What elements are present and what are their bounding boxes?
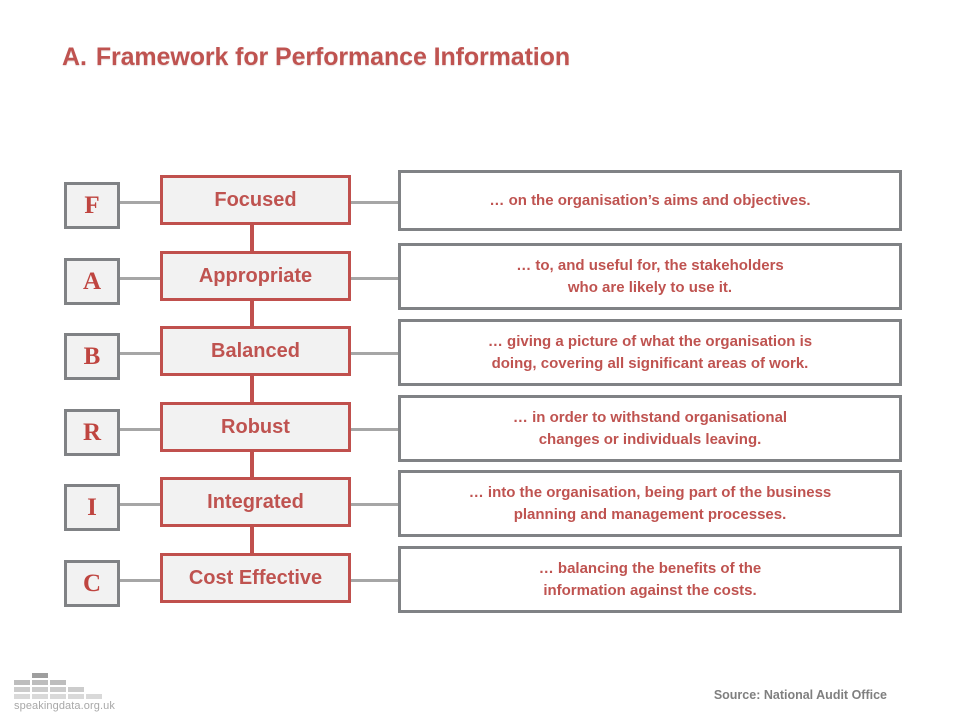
description-line: … balancing the benefits of the bbox=[538, 559, 762, 577]
page-title-text: Framework for Performance Information bbox=[95, 43, 570, 71]
logo-bar-block bbox=[14, 687, 30, 692]
framework-label-text: Focused bbox=[214, 189, 297, 211]
letter-badge-glyph: F bbox=[84, 192, 100, 219]
letter-badge-r[interactable]: R bbox=[64, 408, 120, 456]
logo-bar-block bbox=[86, 694, 102, 699]
framework-label-text: Appropriate bbox=[198, 264, 313, 287]
connector-letter-to-label bbox=[120, 201, 161, 204]
vertical-connector bbox=[250, 527, 254, 553]
logo-bar-block bbox=[14, 680, 30, 685]
logo-bar-block bbox=[50, 694, 66, 699]
letter-badge-glyph: B bbox=[83, 343, 101, 370]
connector-letter-to-label bbox=[120, 352, 161, 355]
framework-description-text: … to, and useful for, the stakeholders wh… bbox=[516, 255, 784, 299]
framework-description-text: … giving a picture of what the organisat… bbox=[488, 331, 812, 375]
description-line: … on the organisation’s aims and objecti… bbox=[489, 191, 811, 209]
page-title: A. Framework for Performance Information bbox=[62, 43, 570, 72]
description-line: … to, and useful for, the stakeholders bbox=[516, 256, 784, 274]
framework-label-text: Balanced bbox=[211, 340, 300, 362]
description-line: … in order to withstand organisational bbox=[512, 408, 788, 426]
connector-label-to-description bbox=[351, 503, 399, 506]
framework-row: C Cost Effective bbox=[0, 552, 960, 615]
framework-description-box[interactable]: … balancing the benefits of the informati… bbox=[398, 546, 902, 613]
connector-letter-to-label bbox=[120, 276, 161, 280]
logo-bar-block bbox=[50, 687, 66, 692]
framework-description-box[interactable]: … in order to withstand organisational ch… bbox=[398, 395, 902, 462]
logo-bar-block bbox=[68, 687, 84, 692]
framework-description-text: … in order to withstand organisational ch… bbox=[513, 407, 787, 451]
source-attribution: Source: National Audit Office bbox=[713, 688, 887, 702]
framework-row: B Balanced bbox=[0, 326, 960, 388]
letter-badge-glyph: R bbox=[82, 418, 102, 446]
framework-description-text: … into the organisation, being part of t… bbox=[469, 482, 832, 526]
framework-label-box[interactable]: Integrated bbox=[160, 477, 351, 527]
framework-label-box[interactable]: Appropriate bbox=[160, 250, 351, 301]
framework-label-box[interactable]: Robust bbox=[160, 401, 351, 452]
framework-description-text: … on the organisation’s aims and objecti… bbox=[489, 190, 810, 212]
description-line: who are likely to use it. bbox=[567, 278, 733, 296]
vertical-connector bbox=[250, 451, 254, 477]
vertical-connector bbox=[250, 300, 254, 326]
letter-badge-glyph: I bbox=[87, 494, 97, 521]
vertical-connector bbox=[250, 376, 254, 402]
letter-badge-f[interactable]: F bbox=[64, 182, 120, 229]
speakingdata-logo: speakingdata.org.uk bbox=[14, 672, 115, 712]
letter-badge-glyph: A bbox=[82, 267, 102, 295]
framework-description-box[interactable]: … on the organisation’s aims and objecti… bbox=[398, 170, 902, 231]
connector-label-to-description bbox=[351, 578, 399, 582]
framework-row: F Focused bbox=[0, 175, 960, 237]
letter-badge-glyph: C bbox=[82, 569, 102, 597]
description-line: planning and management processes. bbox=[513, 505, 787, 523]
connector-letter-to-label bbox=[120, 427, 161, 431]
description-line: changes or individuals leaving. bbox=[538, 430, 762, 448]
framework-label-text: Cost Effective bbox=[188, 566, 323, 589]
logo-bar-block bbox=[32, 687, 48, 692]
logo-bar-block bbox=[14, 694, 30, 699]
framework-label-box[interactable]: Focused bbox=[160, 175, 351, 225]
description-line: information against the costs. bbox=[543, 581, 757, 599]
framework-row: I Integrated bbox=[0, 477, 960, 539]
framework-label-text: Robust bbox=[221, 415, 290, 438]
framework-description-box[interactable]: … giving a picture of what the organisat… bbox=[398, 319, 902, 386]
letter-badge-i[interactable]: I bbox=[64, 484, 120, 531]
logo-bar-block bbox=[68, 694, 84, 699]
connector-label-to-description bbox=[351, 427, 399, 431]
description-line: … into the organisation, being part of t… bbox=[468, 483, 832, 501]
description-line: … giving a picture of what the organisat… bbox=[487, 332, 813, 350]
letter-badge-c[interactable]: C bbox=[64, 559, 120, 607]
logo-bar-block bbox=[32, 680, 48, 685]
framework-label-box[interactable]: Balanced bbox=[160, 326, 351, 376]
framework-row: R Robust bbox=[0, 401, 960, 464]
logo-caption: speakingdata.org.uk bbox=[14, 700, 115, 712]
vertical-connector bbox=[250, 225, 254, 251]
framework-description-box[interactable]: … to, and useful for, the stakeholders wh… bbox=[398, 243, 902, 310]
connector-letter-to-label bbox=[120, 578, 161, 582]
framework-label-box[interactable]: Cost Effective bbox=[160, 552, 351, 603]
framework-description-text: … balancing the benefits of the informati… bbox=[539, 558, 762, 602]
logo-bar-block bbox=[50, 680, 66, 685]
connector-label-to-description bbox=[351, 352, 399, 355]
letter-badge-b[interactable]: B bbox=[64, 333, 120, 380]
framework-description-box[interactable]: … into the organisation, being part of t… bbox=[398, 470, 902, 537]
logo-bar-block bbox=[32, 673, 48, 678]
description-line: doing, covering all significant areas of… bbox=[491, 354, 809, 372]
framework-row: A Appropriate bbox=[0, 250, 960, 313]
connector-label-to-description bbox=[351, 201, 399, 204]
connector-letter-to-label bbox=[120, 503, 161, 506]
page-title-letter: A. bbox=[62, 43, 87, 71]
connector-label-to-description bbox=[351, 276, 399, 280]
framework-label-text: Integrated bbox=[207, 491, 304, 513]
equalizer-bars-logo bbox=[14, 672, 106, 699]
logo-bar-block bbox=[32, 694, 48, 699]
letter-badge-a[interactable]: A bbox=[64, 257, 120, 305]
